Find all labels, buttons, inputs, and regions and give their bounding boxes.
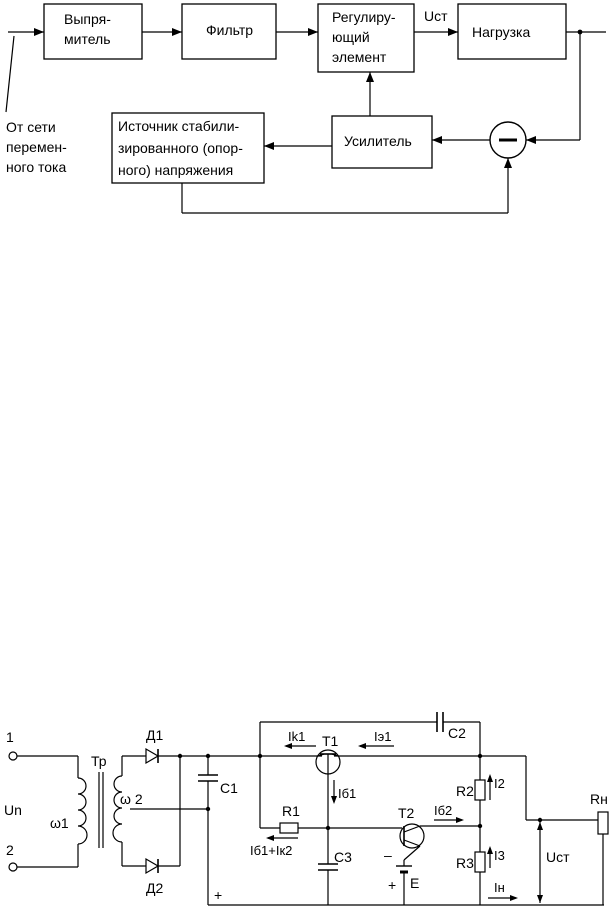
- resistor-load: [597, 811, 609, 835]
- cap-c3-label: C3: [334, 849, 352, 865]
- source-e-label: E: [410, 875, 419, 891]
- mains-label-2: перемен-: [6, 139, 67, 155]
- load-label: Нагрузка: [472, 24, 530, 40]
- diode-2-label: Д2: [146, 880, 163, 896]
- filter-label: Фильтр: [206, 22, 253, 38]
- terminal-2: [8, 862, 18, 872]
- resistor-r2: [474, 779, 486, 801]
- reference-source-block: [111, 112, 265, 184]
- regulating-label-3: элемент: [332, 49, 387, 65]
- current-load-label: Iн: [494, 880, 505, 895]
- plus-bottom-label: +: [214, 887, 222, 903]
- regulating-element-block: [317, 3, 415, 73]
- diode-d1: [145, 747, 160, 765]
- amplifier-label: Усилитель: [344, 133, 412, 149]
- diode-d2: [145, 857, 160, 875]
- terminal-1: [8, 751, 18, 761]
- resistor-load-label: Rн: [590, 791, 608, 807]
- diode-1-label: Д1: [146, 727, 163, 743]
- rectifier-label-2: митель: [64, 31, 110, 47]
- current-sum-label: Iб1+Iк2: [250, 843, 292, 858]
- transistor-t2-label: T2: [398, 805, 415, 821]
- current-i3-label: I3: [494, 848, 505, 863]
- current-ib1-label: Iб1: [338, 786, 356, 801]
- circuit-schematic: 1 2 Un ω1 Тр ω 2 Д1 Д2: [4, 712, 609, 906]
- cap-c2-label: C2: [448, 725, 466, 741]
- input-voltage-label: Un: [4, 802, 22, 818]
- transistor-t2: [399, 823, 425, 849]
- resistor-r1: [279, 822, 299, 834]
- regulating-label-1: Регулиру-: [332, 9, 396, 25]
- reference-label-1: Источник стабили-: [118, 118, 240, 134]
- output-voltage-label: Uст: [424, 8, 448, 24]
- load-block: [457, 3, 567, 60]
- current-ik1-label: Ik1: [288, 729, 305, 744]
- mains-label-1: От сети: [6, 119, 56, 135]
- resistor-r3-label: R3: [456, 855, 474, 871]
- winding-2-label: ω 2: [120, 791, 143, 807]
- node-1-label: 1: [6, 729, 14, 745]
- primary-winding: [77, 777, 88, 845]
- source-minus-label: –: [384, 847, 392, 863]
- cap-c1-label: C1: [220, 780, 238, 796]
- resistor-r3: [474, 851, 486, 873]
- block-diagram: Выпря- митель Фильтр Регулиру- ющий элем…: [5, 3, 606, 214]
- winding-1-label: ω1: [50, 815, 69, 831]
- output-voltage-schematic-label: Uст: [546, 849, 570, 865]
- reference-label-2: зированного (опор-: [118, 140, 243, 156]
- amplifier-block: [331, 115, 433, 169]
- mains-label-3: ного тока: [6, 159, 66, 175]
- current-ib2-label: Iб2: [434, 803, 452, 818]
- node-2-label: 2: [6, 842, 14, 858]
- current-i2-label: I2: [494, 776, 505, 791]
- filter-block: [181, 3, 277, 60]
- reference-label-3: ного) напряжения: [118, 162, 233, 178]
- transistor-t1-label: T1: [322, 733, 339, 749]
- secondary-winding: [112, 775, 123, 843]
- source-plus-label: +: [388, 877, 396, 893]
- resistor-r2-label: R2: [456, 783, 474, 799]
- current-ie1-label: Iэ1: [374, 729, 391, 744]
- transformer-label: Тр: [91, 753, 107, 769]
- regulating-label-2: ющий: [332, 29, 370, 45]
- resistor-r1-label: R1: [282, 803, 300, 819]
- rectifier-label-1: Выпря-: [64, 11, 111, 27]
